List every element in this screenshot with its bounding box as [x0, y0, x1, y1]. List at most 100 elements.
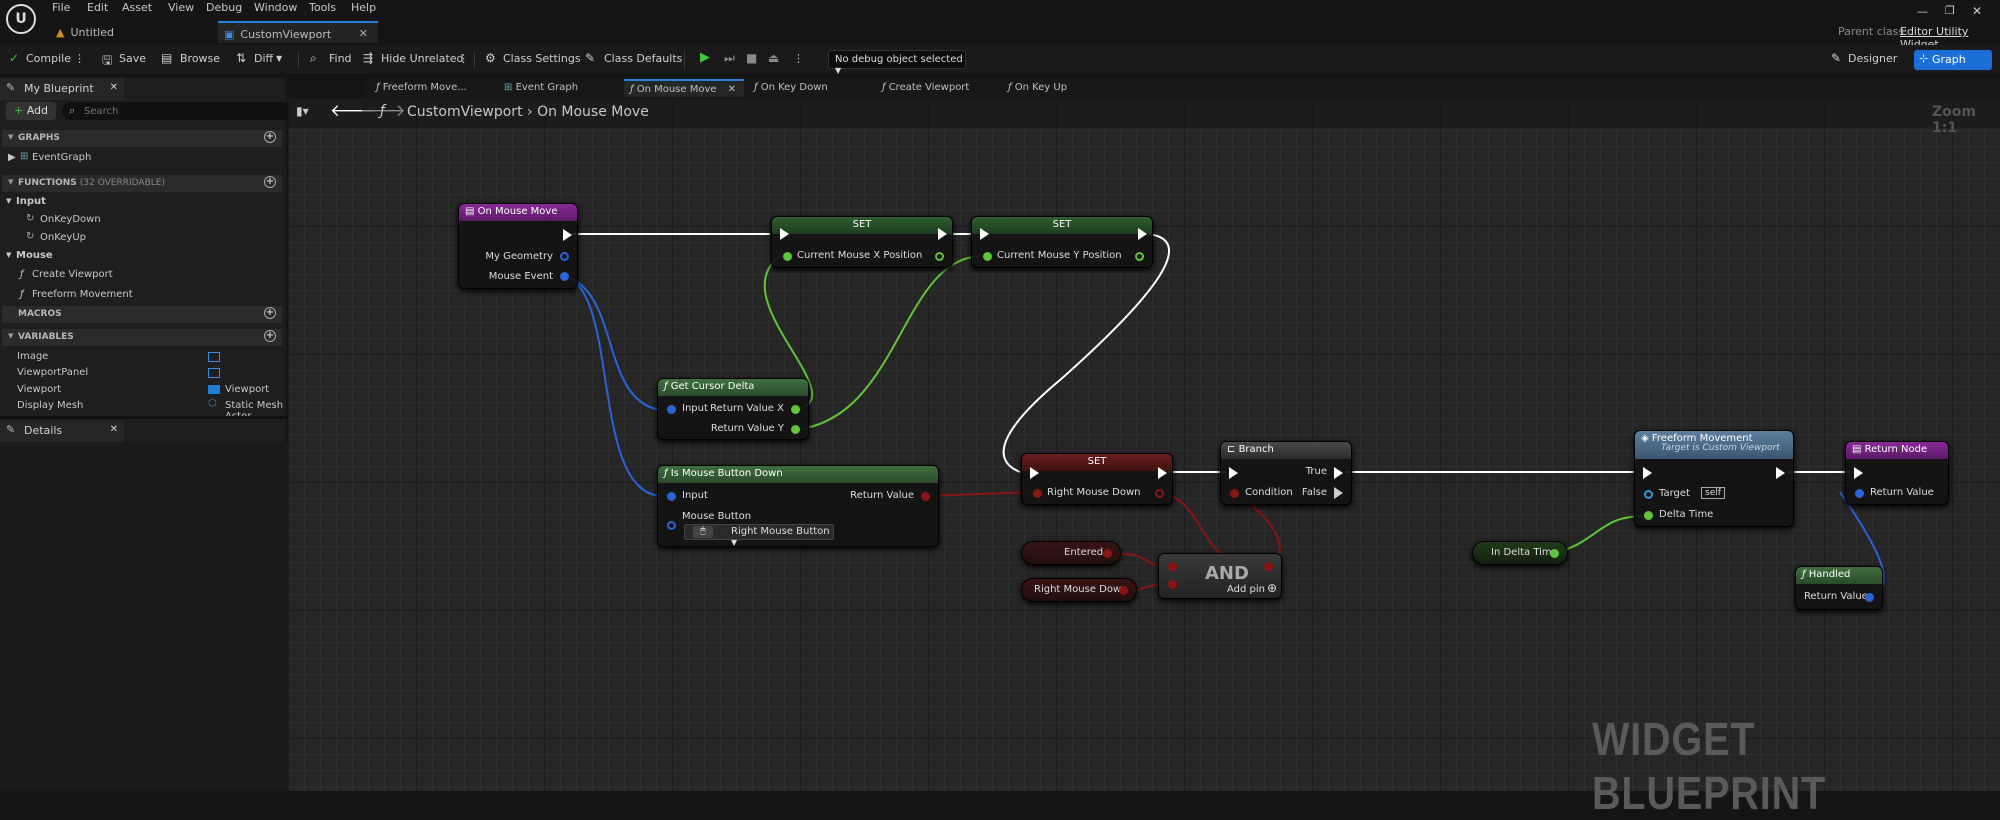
add-function-icon[interactable]: + — [264, 176, 276, 188]
node-set-y[interactable]: SET Current Mouse Y Position — [971, 216, 1153, 268]
pin-target[interactable] — [1644, 490, 1653, 499]
add-variable-icon[interactable]: + — [264, 330, 276, 342]
search-input[interactable] — [84, 104, 314, 118]
browse-button[interactable]: Browse — [180, 52, 221, 65]
diff-button[interactable]: Diff — [254, 52, 274, 65]
node-in-delta-time[interactable]: In Delta Time — [1472, 541, 1568, 565]
exec-out-pin[interactable] — [1158, 467, 1167, 479]
breadcrumb-current[interactable]: On Mouse Move — [537, 104, 649, 120]
menu-window[interactable]: Window — [254, 1, 298, 14]
close-window-icon[interactable]: ✕ — [1972, 4, 1983, 18]
node-on-mouse-move[interactable]: ▤ On Mouse Move My Geometry Mouse Event — [458, 203, 578, 289]
graphs-section[interactable]: ▼GRAPHS+ — [2, 130, 282, 147]
eject-icon[interactable]: ⏏ — [768, 51, 780, 65]
pin-condition[interactable] — [1230, 489, 1239, 498]
doc-tab-customviewport[interactable]: ▣CustomViewport ✕ — [218, 21, 378, 43]
variable-viewportpanel[interactable]: ViewportPanel — [17, 367, 89, 378]
class-settings-button[interactable]: Class Settings — [503, 52, 581, 65]
pin-mouse-event[interactable] — [560, 272, 569, 281]
pin-and-b[interactable] — [1168, 580, 1177, 589]
pin-return-y[interactable] — [791, 425, 800, 434]
pin-return-value[interactable] — [1855, 489, 1864, 498]
node-set-x[interactable]: SET Current Mouse X Position — [771, 216, 953, 268]
compile-options-icon[interactable]: ⋮ — [74, 52, 85, 65]
expand-arrow-icon[interactable]: ▶ — [8, 152, 16, 163]
tree-on-key-up[interactable]: OnKeyUp — [40, 232, 87, 243]
pin-and-out[interactable] — [1264, 562, 1273, 571]
minimize-icon[interactable]: — — [1917, 5, 1928, 18]
exec-in-pin[interactable] — [1030, 467, 1039, 479]
exec-in-pin[interactable] — [780, 228, 789, 240]
pin-right-mouse-down-out[interactable] — [1155, 489, 1164, 498]
exec-out-pin[interactable] — [938, 228, 947, 240]
debug-object-select[interactable]: No debug object selected ▼ — [828, 50, 966, 75]
bookmark-icon[interactable]: ▮▾ — [296, 104, 309, 118]
tree-freeform-movement[interactable]: Freeform Movement — [32, 289, 133, 300]
breadcrumb-root[interactable]: CustomViewport — [407, 104, 523, 120]
stop-icon[interactable]: ■ — [746, 51, 758, 65]
hide-unrelated-button[interactable]: Hide Unrelated — [381, 52, 464, 65]
pin-right-mouse-down-in[interactable] — [1033, 489, 1042, 498]
search-field[interactable]: ⌕ — [62, 102, 340, 120]
node-return[interactable]: ▤ Return Node Return Value — [1845, 441, 1949, 505]
menu-edit[interactable]: Edit — [87, 1, 109, 14]
pin-input[interactable] — [667, 492, 676, 501]
pin-handled-out[interactable] — [1865, 593, 1874, 602]
menu-file[interactable]: File — [52, 1, 71, 14]
pin-current-mouse-x-out[interactable] — [935, 252, 944, 261]
add-macro-icon[interactable]: + — [264, 307, 276, 319]
variables-section[interactable]: ▼VARIABLES+ — [2, 329, 282, 346]
node-is-mouse-button-down[interactable]: ƒ Is Mouse Button Down Input Return Valu… — [657, 465, 939, 547]
step-icon[interactable]: ⏭ — [724, 51, 735, 65]
variable-image[interactable]: Image — [17, 351, 49, 362]
graph-tab-on-key-down[interactable]: ƒ On Key Down — [754, 82, 828, 93]
tree-on-key-down[interactable]: OnKeyDown — [40, 214, 101, 225]
forward-arrow-icon[interactable]: 🡒 — [360, 101, 406, 121]
pin-rmd-out[interactable] — [1119, 586, 1128, 595]
exec-false-pin[interactable] — [1334, 487, 1343, 499]
close-tab-icon[interactable]: ✕ — [109, 82, 118, 93]
tree-event-graph[interactable]: EventGraph — [32, 152, 92, 163]
add-pin-icon[interactable]: ⊕ — [1267, 581, 1278, 595]
doc-tab-untitled[interactable]: ▲Untitled — [56, 26, 114, 39]
pin-entered-out[interactable] — [1103, 549, 1112, 558]
compile-button[interactable]: Compile — [26, 52, 71, 65]
menu-view[interactable]: View — [168, 1, 195, 14]
unreal-logo-icon[interactable]: U — [6, 4, 36, 34]
hide-options-icon[interactable]: ⋮ — [458, 52, 469, 65]
graph-tab-freeform-move[interactable]: ƒ Freeform Move... — [376, 82, 467, 93]
graph-tab-event-graph[interactable]: ⊞ Event Graph — [504, 82, 579, 93]
pin-my-geometry[interactable] — [560, 252, 569, 261]
pin-mouse-button[interactable] — [667, 521, 676, 530]
close-tab-icon[interactable]: ✕ — [727, 84, 736, 95]
graph-tab-on-mouse-move[interactable]: ƒ On Mouse Move✕ — [624, 79, 744, 97]
macros-section[interactable]: MACROS+ — [2, 306, 282, 323]
close-tab-icon[interactable]: ✕ — [358, 27, 368, 40]
tab-details[interactable]: ✎ Details ✕ — [0, 420, 124, 442]
menu-debug[interactable]: Debug — [206, 1, 243, 14]
node-freeform-movement[interactable]: ◈ Freeform Movement Target is Custom Vie… — [1634, 430, 1794, 527]
variable-display-mesh[interactable]: Display Mesh — [17, 400, 84, 411]
designer-button[interactable]: Designer — [1848, 52, 1898, 65]
pin-delta-out[interactable] — [1550, 549, 1559, 558]
node-get-entered[interactable]: Entered — [1021, 541, 1121, 565]
find-button[interactable]: Find — [329, 52, 352, 65]
add-button[interactable]: + Add — [6, 102, 56, 120]
tab-my-blueprint[interactable]: ✎ My Blueprint ✕ — [0, 78, 124, 100]
tree-category-mouse[interactable]: Mouse — [16, 250, 53, 261]
pin-current-mouse-x-in[interactable] — [783, 252, 792, 261]
pin-delta-time[interactable] — [1644, 511, 1653, 520]
close-tab-icon[interactable]: ✕ — [109, 424, 118, 435]
menu-asset[interactable]: Asset — [122, 1, 153, 14]
play-icon[interactable]: ▶ — [700, 50, 710, 65]
node-set-right-mouse-down[interactable]: SET Right Mouse Down — [1021, 453, 1173, 505]
menu-help[interactable]: Help — [351, 1, 377, 14]
pin-return-x[interactable] — [791, 405, 800, 414]
mouse-button-select[interactable]: 🖱 Right Mouse Button ▼ — [684, 524, 834, 547]
exec-in-pin[interactable] — [1854, 467, 1863, 479]
exec-in-pin[interactable] — [1643, 467, 1652, 479]
graph-tab-create-viewport[interactable]: ƒ Create Viewport — [882, 82, 970, 93]
functions-section[interactable]: ▼FUNCTIONS (32 OVERRIDABLE)+ — [2, 175, 282, 192]
menu-tools[interactable]: Tools — [309, 1, 337, 14]
play-options-icon[interactable]: ⋮ — [793, 52, 804, 65]
